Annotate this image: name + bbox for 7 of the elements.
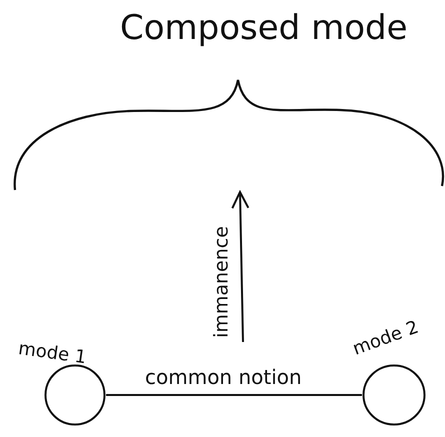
title: Composed mode	[120, 8, 408, 48]
node-label: mode 1	[17, 338, 88, 368]
arrow	[231, 191, 250, 342]
circle	[44, 364, 106, 426]
connector-line	[106, 394, 362, 396]
circle	[362, 364, 426, 426]
node-label: mode 2	[350, 316, 422, 360]
